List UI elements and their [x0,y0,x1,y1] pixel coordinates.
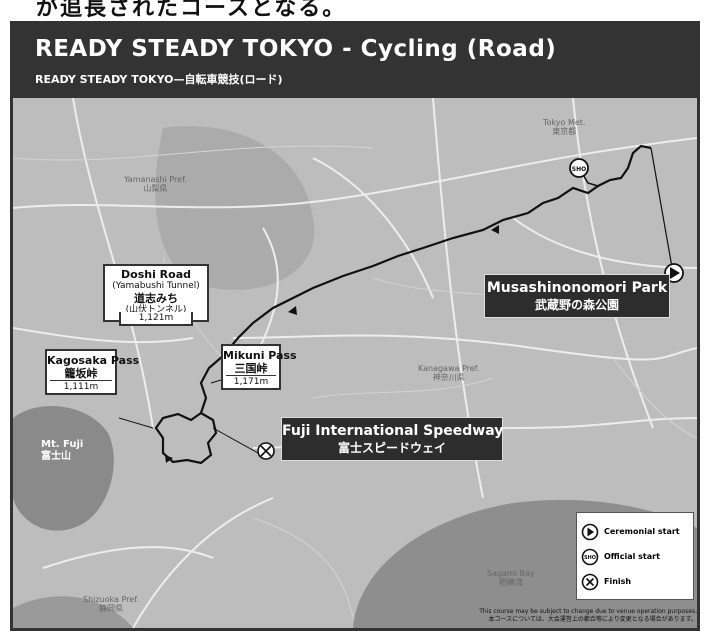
place-mt-fuji: Mt. Fuji 富士山 [41,439,83,463]
direction-arrow [491,225,499,234]
route-map: SHO [13,98,697,628]
place-yamanashi-jp: 山梨県 [143,184,168,193]
legend-ceremonial-start: Ceremonial start [581,519,689,544]
map-title: READY STEADY TOKYO - Cycling (Road) [35,36,557,62]
map-frame: READY STEADY TOKYO - Cycling (Road) READ… [10,21,700,631]
road-network [13,98,697,628]
left-water [13,596,133,628]
finish-marker [257,442,275,460]
map-header: READY STEADY TOKYO - Cycling (Road) READ… [13,24,697,98]
label-doshi-elev: 1,121m [119,312,193,326]
disclaimer-jp: 本コースについては、大会運営上の都合等により変更となる場合があります。 [488,616,697,623]
doshi-jp: 道志みち [134,292,178,305]
place-shizuoka-jp: 静岡県 [98,604,123,613]
map-legend: Ceremonial start SHO Official start Fini… [576,512,694,600]
top-caption: が追長されたコースとなる。 [36,0,347,21]
label-mikuni-pass: Mikuni Pass 三国峠 1,171m [221,344,297,390]
kagosaka-leader [118,417,154,429]
direction-arrow [288,306,297,315]
callout-musashinonomori-park: Musashinonomori Park 武蔵野の森公園 [484,274,670,318]
kagosaka-jp: 籠坂峠 [50,367,112,381]
mt-fuji-area [13,406,114,531]
kagosaka-elev: 1,111m [63,382,99,392]
place-yamanashi-en: Yamanashi Pref. [124,175,187,184]
place-tokyo-jp: 東京都 [552,127,577,136]
direction-arrow [165,455,173,463]
place-sagami-bay-en: Sagami Bay [487,569,535,578]
doshi-sub: (Yamabushi Tunnel) [112,281,200,291]
mikuni-jp: 三国峠 [226,362,276,376]
place-yamanashi: Yamanashi Pref. 山梨県 [124,175,187,193]
mikuni-name: Mikuni Pass [223,349,297,362]
official-start-marker: SHO [569,158,589,178]
musashino-jp: 武蔵野の森公園 [534,298,619,312]
ceremonial-start-icon [581,523,599,540]
legend-finish-text: Finish [604,577,632,586]
callout-fuji-speedway: Fuji International Speedway 富士スピードウェイ [281,417,503,461]
mikuni-elev: 1,171m [233,377,269,387]
kagosaka-name: Kagosaka Pass [47,354,140,367]
finish-icon [581,573,599,590]
place-mt-fuji-en: Mt. Fuji [41,439,84,450]
place-sagami-bay-jp: 相模湾 [498,578,523,587]
disclaimer-en: This course may be subject to change due… [479,608,697,615]
place-mt-fuji-jp: 富士山 [41,451,71,462]
place-sagami-bay: Sagami Bay 相模湾 [487,569,535,587]
doshi-name: Doshi Road [121,268,191,281]
fuji-speedway-jp: 富士スピードウェイ [337,441,446,455]
disclaimer: This course may be subject to change due… [447,608,697,624]
official-start-icon: SHO [581,548,599,565]
legend-finish: Finish [581,569,689,594]
legend-ceremonial-text: Ceremonial start [604,527,680,536]
place-kanagawa: Kanagawa Pref. 神奈川県 [418,364,479,382]
legend-official-text: Official start [604,552,660,561]
legend-official-glyph: SHO [584,555,596,561]
place-tokyo: Tokyo Met. 東京都 [543,118,585,136]
musashino-en: Musashinonomori Park [486,280,668,296]
fuji-speedway-en: Fuji International Speedway [282,423,504,439]
map-subtitle: READY STEADY TOKYO—自転車競技(ロード) [35,73,283,86]
ceremonial-leader [650,147,674,274]
place-tokyo-en: Tokyo Met. [543,118,586,127]
doshi-elev: 1,121m [138,313,174,323]
label-kagosaka-pass: Kagosaka Pass 籠坂峠 1,111m [45,349,140,395]
speedway-leader [212,427,259,454]
place-shizuoka: Shizuoka Pref. 静岡県 [83,595,139,613]
legend-official-start: SHO Official start [581,544,689,569]
official-start-glyph: SHO [572,166,586,173]
place-kanagawa-jp: 神奈川県 [432,373,465,382]
doshi-jp-sub: (山伏トンネル) [125,305,187,315]
place-shizuoka-en: Shizuoka Pref. [83,595,139,604]
place-kanagawa-en: Kanagawa Pref. [418,364,480,373]
doshi-leader [210,379,222,384]
